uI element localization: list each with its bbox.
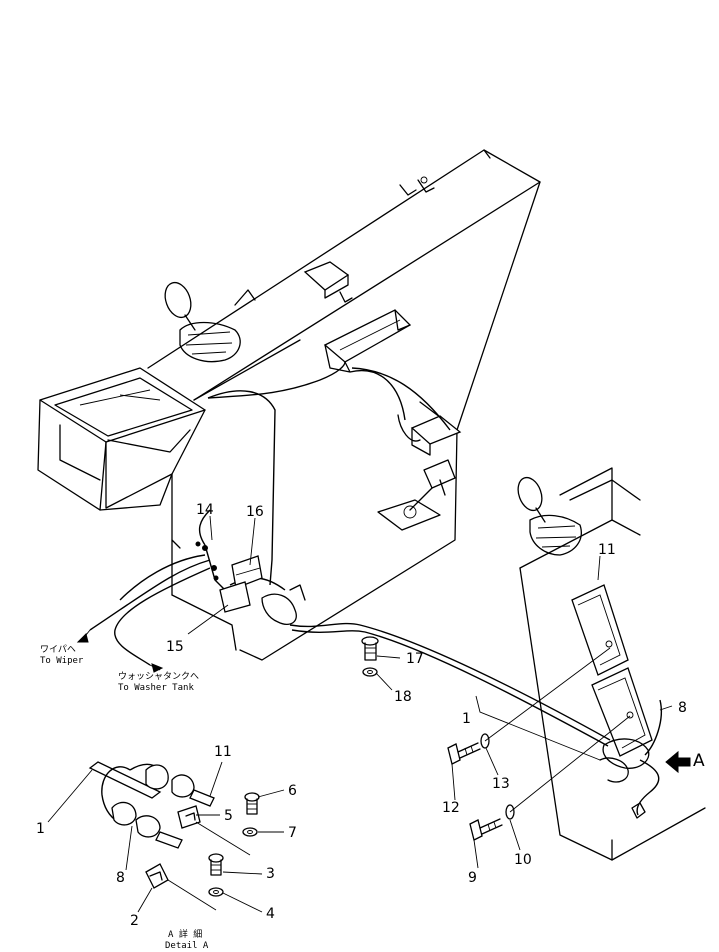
detail-callout-7: 7	[288, 825, 297, 841]
detail-a	[88, 761, 260, 911]
callout-9: 9	[468, 870, 477, 886]
callout-numbers: 14 16 15 17 18 1 11 8 13 12 10 9	[166, 502, 687, 886]
cab-frame	[147, 149, 541, 661]
callout-1: 1	[462, 711, 471, 727]
switch-cluster	[195, 541, 306, 625]
to-wiper-en: To Wiper	[40, 656, 84, 666]
detail-callout-1: 1	[36, 821, 45, 837]
bolt-9	[469, 818, 503, 841]
detail-leaders	[47, 761, 285, 913]
callout-8: 8	[678, 700, 687, 716]
detail-callout-2: 2	[130, 913, 139, 929]
right-connector	[377, 414, 462, 531]
detail-callout-numbers: 11 6 5 7 1 8 3 2 4	[36, 744, 297, 929]
callout-11: 11	[598, 542, 616, 558]
detail-callout-3: 3	[266, 866, 275, 882]
armrest	[323, 309, 412, 373]
callout-16: 16	[246, 504, 264, 520]
detail-title-en: Detail A	[165, 941, 209, 951]
washer-18	[362, 667, 378, 677]
detail-callout-4: 4	[266, 906, 275, 922]
view-arrow-label: A	[693, 751, 705, 771]
view-arrow: A	[665, 750, 705, 774]
to-wiper-jp: ワイパヘ	[40, 644, 76, 655]
callout-13: 13	[492, 776, 510, 792]
callout-10: 10	[514, 852, 532, 868]
callout-17: 17	[406, 651, 424, 667]
right-panel	[519, 467, 706, 861]
left-lever	[164, 281, 256, 363]
callout-12: 12	[442, 800, 460, 816]
right-lever	[517, 476, 582, 556]
to-washer-en: To Washer Tank	[118, 683, 194, 693]
detail-callout-6: 6	[288, 783, 297, 799]
callout-15: 15	[166, 639, 184, 655]
top-switch	[303, 176, 435, 303]
detail-callout-5: 5	[224, 808, 233, 824]
bolt-17	[361, 636, 379, 661]
callout-14: 14	[196, 502, 214, 518]
detail-callout-11: 11	[214, 744, 232, 760]
detail-title-jp: A 詳 細	[168, 928, 202, 940]
detail-callout-8: 8	[116, 870, 125, 886]
bolt-12	[447, 742, 481, 765]
detail-caption: A 詳 細 Detail A	[165, 928, 209, 951]
destination-notes: ワイパヘ To Wiper ウォッシャタンクへ To Washer Tank	[40, 633, 199, 693]
to-washer-jp: ウォッシャタンクへ	[118, 671, 199, 682]
callout-18: 18	[394, 689, 412, 705]
console-box	[37, 367, 206, 541]
